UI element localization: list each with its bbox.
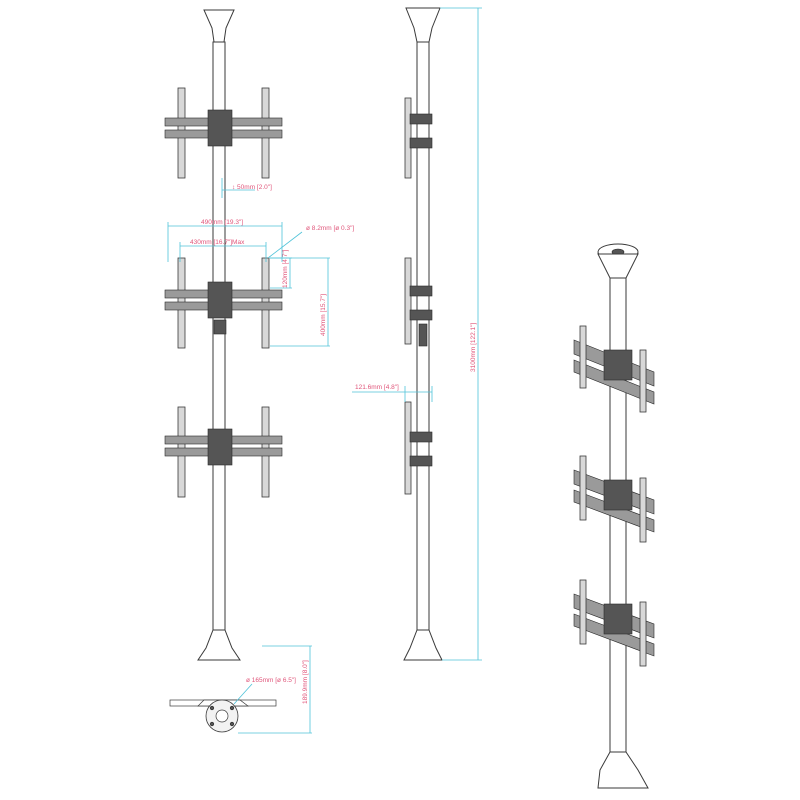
dim-max-width-label: 430mm [16.7"]Max [190,239,245,246]
side-floor-base [403,629,443,661]
front-view: ↕ 50mm [2.0"] 490mm [19.3"] 430mm [16.7"… [164,9,354,661]
iso-floor-base [597,751,649,789]
front-ceiling-mount [203,9,235,43]
isometric-view [573,243,655,789]
iso-mount-3-arm-left [579,579,587,645]
side-mount-2-arm-bottom [409,309,433,321]
side-mount-2-arm-top [409,285,433,297]
side-view: 121.6mm [4.8"] 3100mm [122.1"] [352,7,482,661]
iso-mount-1-arm-right [639,349,647,413]
side-mount-2-coupler [418,323,428,347]
side-mount-3-plate [404,401,412,495]
base-top-view: ø 165mm [ø 6.5"] 189.9mm [8.0"] [169,645,312,734]
dim-hole-label: ø 8.2mm [ø 0.3"] [306,225,354,232]
iso-mount-3-arm-right [639,601,647,667]
side-mount-1 [404,97,433,179]
dim-depth-label: 121.6mm [4.8"] [355,384,399,391]
front-mount-1-clamp [207,109,233,147]
iso-mount-2 [573,455,655,543]
dim-base-diameter-leader [233,683,253,705]
front-mount-3 [164,406,283,498]
iso-mount-2-clamp [603,479,633,511]
iso-mount-3-clamp [603,603,633,635]
dim-base-diameter-label: ø 165mm [ø 6.5"] [246,677,296,684]
iso-ceiling-trumpet [597,253,639,279]
iso-mount-1-rail-bottom [573,359,655,405]
dim-total-label: 3100mm [122.1"] [470,323,477,372]
iso-mount-1 [573,325,655,413]
side-mount-2-plate [404,257,412,345]
side-mount-1-arm-top [409,113,433,125]
iso-mount-2-arm-right [639,477,647,543]
side-mount-2 [404,257,433,347]
dim-rail-width-label: 490mm [19.3"] [201,219,243,226]
side-mount-3-arm-top [409,431,433,443]
front-mount-1 [164,87,283,179]
base-center [215,709,229,723]
iso-mount-1-clamp [603,349,633,381]
front-mount-3-clamp [207,428,233,466]
side-mount-3 [404,401,433,495]
front-floor-base [197,629,241,661]
front-mount-2-clamp [207,281,233,319]
front-mount-2 [164,257,283,349]
side-ceiling-mount [405,7,441,43]
base-bolt-3 [209,721,215,727]
dim-hole-leader [267,231,303,259]
iso-mount-3 [573,579,655,667]
front-mount-2-coupler [213,319,227,335]
iso-mount-2-arm-left [579,455,587,521]
base-bolt-4 [229,721,235,727]
dim-tall-label: 400mm [15.7"] [320,294,327,336]
dim-gap-label: ↕ 50mm [2.0"] [232,184,272,191]
base-bolt-2 [229,705,235,711]
side-mount-1-arm-bottom [409,137,433,149]
side-mount-3-arm-bottom [409,455,433,467]
dim-short-label: 120mm [4.7"] [282,249,289,288]
base-bolt-1 [209,705,215,711]
iso-mount-1-arm-left [579,325,587,389]
dim-base-height-label: 189.9mm [8.0"] [302,660,309,704]
